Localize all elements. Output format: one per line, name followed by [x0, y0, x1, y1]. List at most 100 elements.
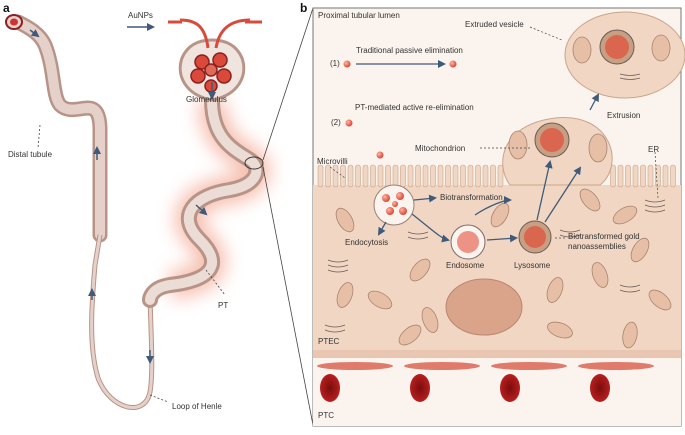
arrow-extrusion [589, 93, 599, 111]
arrow-to-endosome [411, 213, 450, 243]
label-mitochondrion: Mitochondrion [415, 144, 466, 153]
nucleus [445, 278, 523, 336]
microvillus [632, 164, 639, 188]
microvillus [467, 164, 474, 188]
mitochondrion [630, 237, 650, 263]
mitochondrion [547, 321, 573, 339]
label-biotransformed-2: nanoassemblies [568, 242, 626, 251]
label-aunps: AuNPs [128, 11, 153, 20]
mitochondrion [335, 207, 355, 233]
mitochondrion [648, 289, 672, 311]
label-endosome: Endosome [446, 261, 485, 270]
microvillus [662, 164, 669, 188]
endothelial-layer [317, 362, 654, 370]
arrow-endo-lyso [486, 234, 518, 243]
panel-a-illustration [5, 7, 314, 426]
microvillus [340, 164, 346, 188]
microvillus [422, 164, 429, 188]
label-step2-num: (2) [331, 118, 341, 127]
zoom-circle [244, 156, 264, 170]
label-extruded-vesicle: Extruded vesicle [465, 20, 524, 29]
np-step2-a [345, 119, 353, 127]
microvillus [475, 164, 481, 188]
label-er: ER [648, 145, 660, 154]
microvillus [610, 164, 616, 188]
microvillus [347, 164, 354, 188]
microvillus [482, 164, 489, 188]
mitochondrion [421, 307, 439, 333]
label-pt-mediated: PT-mediated active re-elimination [355, 103, 474, 112]
microvillus [452, 164, 459, 188]
mitochondrion [612, 205, 638, 225]
arrow-to-biotransform [413, 194, 437, 203]
microvillus [392, 164, 399, 188]
np-step1-end [449, 60, 457, 68]
microvillus [460, 164, 466, 188]
mitochondrion [398, 324, 422, 346]
microvillus [415, 164, 421, 188]
label-microvilli: Microvilli [317, 157, 348, 166]
flow-arrow-distal1 [29, 29, 40, 38]
mitochondrion [409, 258, 431, 282]
glomerular-tuft [190, 52, 232, 93]
mitochondrion [591, 262, 609, 288]
microvillus [437, 164, 444, 188]
label-step1-num: (1) [330, 59, 340, 68]
label-glomerulus: Glomerulus [186, 95, 227, 104]
vesicle-nanoparticles [382, 192, 407, 215]
microvillus [370, 164, 376, 188]
ptec-cell [313, 185, 681, 350]
label-ptec: PTEC [318, 337, 340, 346]
mitochondrion [622, 321, 638, 349]
arrow-to-endocytosis [377, 221, 387, 236]
bulge-mitochondria [508, 130, 608, 163]
panel-label-a: a [3, 1, 10, 15]
label-loop-of-henle: Loop of Henle [172, 402, 222, 411]
endoplasmic-reticulum [324, 199, 666, 333]
mitochondrion [546, 277, 564, 303]
np-step2-b [376, 151, 384, 159]
label-pt: PT [218, 301, 229, 310]
label-endocytosis: Endocytosis [345, 238, 389, 247]
mitochondrion [579, 188, 601, 212]
microvillus [625, 164, 631, 188]
mitochondria [335, 188, 672, 349]
microvillus [407, 164, 414, 188]
arrow-lyso-upright [544, 166, 582, 223]
bulge-nanoassembly [540, 128, 564, 152]
vesicle-nanoassembly [605, 35, 629, 59]
microvillus [385, 164, 391, 188]
microvillus [430, 164, 436, 188]
microvillus [325, 164, 331, 188]
mitochondrion [336, 282, 354, 308]
label-ptc: PTC [318, 411, 334, 420]
panel-label-b: b [300, 1, 308, 15]
microvillus [317, 164, 324, 188]
microvillus [362, 164, 369, 188]
flow-arrow-pt [195, 204, 208, 216]
distal-tubule [10, 14, 108, 243]
label-biotransformed-1: Biotransformed gold [568, 232, 640, 241]
np-step1-start [343, 60, 351, 68]
microvillus [617, 164, 624, 188]
label-extrusion: Extrusion [607, 111, 641, 120]
microvillus [490, 164, 496, 188]
panel-b-illustration [312, 7, 685, 427]
arrow-bio-lyso [474, 196, 512, 216]
microvilli-brush-border [317, 164, 676, 188]
microvillus [400, 164, 406, 188]
microvillus [670, 164, 676, 188]
microvillus [445, 164, 451, 188]
microvillus [647, 164, 654, 188]
mitochondrion [367, 290, 393, 310]
microvillus [355, 164, 361, 188]
label-lumen: Proximal tubular lumen [318, 11, 400, 20]
red-blood-cells [320, 374, 610, 402]
microvillus [497, 164, 504, 188]
vesicle-mitochondria [572, 34, 671, 64]
arrow-lyso-up [536, 160, 553, 221]
label-distal-tubule: Distal tubule [8, 150, 53, 159]
label-biotransformation: Biotransformation [440, 193, 503, 202]
